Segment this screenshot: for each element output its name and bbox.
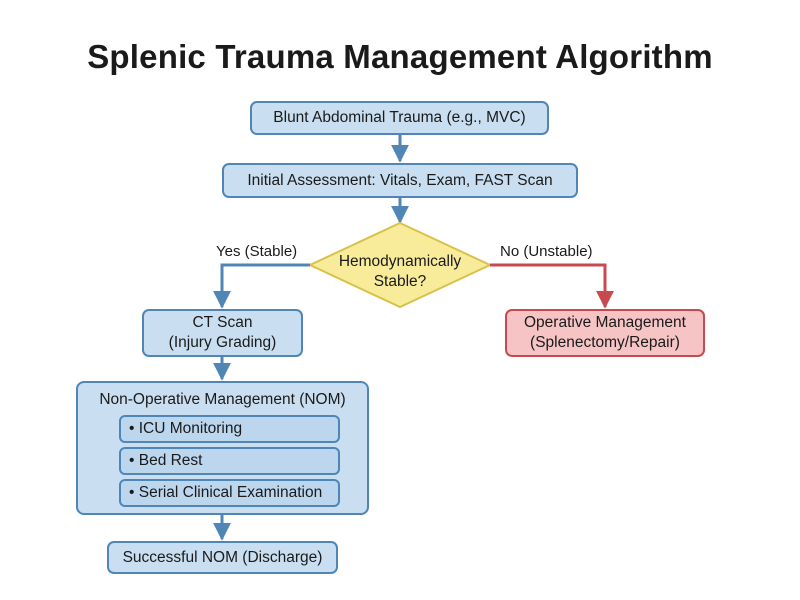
assessment-node: Initial Assessment: Vitals, Exam, FAST S… bbox=[222, 163, 578, 198]
diagram-title: Splenic Trauma Management Algorithm bbox=[87, 38, 713, 75]
no-branch-label: No (Unstable) bbox=[500, 243, 593, 260]
ct-scan-node: CT Scan (Injury Grading) bbox=[142, 309, 303, 357]
nom-node: Non-Operative Management (NOM) • ICU Mon… bbox=[76, 381, 369, 515]
yes-branch-label: Yes (Stable) bbox=[216, 243, 298, 260]
nom-item-serial-exam: • Serial Clinical Examination bbox=[119, 479, 340, 507]
nom-item-bed-rest: • Bed Rest bbox=[119, 447, 340, 475]
decision-line-2: Stable? bbox=[373, 273, 427, 290]
assessment-node-label: Initial Assessment: Vitals, Exam, FAST S… bbox=[247, 171, 553, 189]
arrow-no-branch bbox=[490, 263, 614, 309]
operative-node: Operative Management (Splenectomy/Repair… bbox=[505, 309, 705, 357]
decision-node-label: Hemodynamically Stable? bbox=[318, 252, 482, 292]
decision-line-1: Hemodynamically bbox=[338, 253, 462, 270]
operative-line-2: (Splenectomy/Repair) bbox=[530, 334, 680, 351]
decision-diamond bbox=[307, 221, 493, 309]
nom-title: Non-Operative Management (NOM) bbox=[99, 391, 346, 408]
discharge-node-label: Successful NOM (Discharge) bbox=[122, 548, 323, 566]
ct-scan-line-1: CT Scan bbox=[192, 314, 253, 331]
nom-item-icu: • ICU Monitoring bbox=[119, 415, 340, 443]
arrow-yes-branch bbox=[213, 263, 310, 309]
discharge-node: Successful NOM (Discharge) bbox=[107, 541, 338, 574]
start-node-label: Blunt Abdominal Trauma (e.g., MVC) bbox=[273, 109, 526, 126]
ct-scan-line-2: (Injury Grading) bbox=[168, 334, 277, 351]
start-node: Blunt Abdominal Trauma (e.g., MVC) bbox=[250, 101, 549, 135]
operative-line-1: Operative Management bbox=[524, 314, 686, 331]
